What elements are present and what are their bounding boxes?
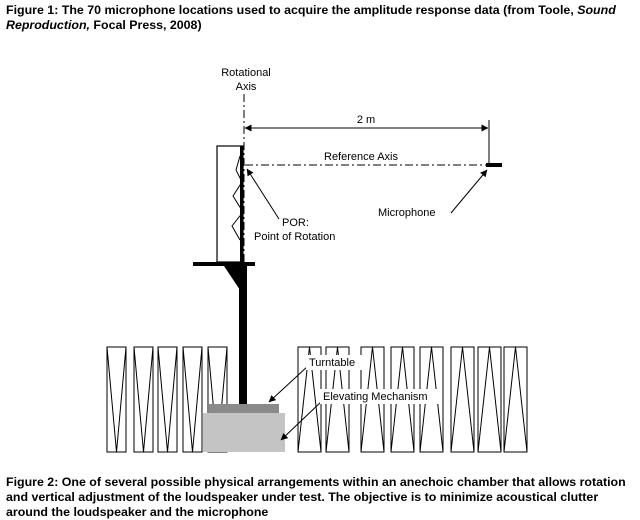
turntable-label: Turntable xyxy=(309,357,355,369)
por-leader xyxy=(246,168,280,220)
por-label-line2: Point of Rotation xyxy=(254,231,335,243)
loudspeaker-drivers xyxy=(231,155,244,241)
support-column xyxy=(239,280,247,404)
reference-axis-label: Reference Axis xyxy=(324,151,398,163)
turntable-leader xyxy=(268,365,309,403)
por-label-line1: POR: xyxy=(282,217,309,229)
wedge-absorber xyxy=(106,346,127,453)
loudspeaker xyxy=(216,145,244,263)
wedge-absorber xyxy=(477,346,502,453)
microphone xyxy=(486,163,502,167)
microphone-label: Microphone xyxy=(378,207,435,219)
wedge-absorber xyxy=(182,346,203,453)
elevating-mechanism xyxy=(203,413,285,452)
microphone-leader xyxy=(450,169,488,214)
rotational-axis-label-line2: Axis xyxy=(236,81,257,93)
elevating-mechanism-leader xyxy=(280,400,323,441)
mounting-bracket xyxy=(224,266,247,290)
rotational-axis-label-line1: Rotational xyxy=(221,67,271,79)
turntable-label-bg xyxy=(306,355,366,370)
figure-1-caption-prefix: Figure 1: The 70 microphone locations us… xyxy=(6,3,578,17)
wedge-absorbers-left xyxy=(106,346,228,453)
mounting-platform xyxy=(193,262,255,266)
wedge-absorber xyxy=(157,346,178,453)
wedge-absorbers-right xyxy=(297,346,528,453)
figure-2-caption: Figure 2: One of several possible physic… xyxy=(6,475,626,519)
wedge-absorber xyxy=(133,346,154,453)
figure-1-caption-suffix: Focal Press, 2008) xyxy=(89,18,202,32)
wedge-absorber xyxy=(503,346,528,453)
turntable xyxy=(209,404,279,413)
wedge-absorber xyxy=(450,346,475,453)
figure-1-caption: Figure 1: The 70 microphone locations us… xyxy=(6,3,634,33)
figure-1-book-title: Sound Reproduction, xyxy=(6,3,616,32)
distance-label: 2 m xyxy=(357,114,375,126)
loudspeaker-front-baffle xyxy=(240,146,243,262)
elevating-mechanism-label: Elevating Mechanism xyxy=(323,391,428,403)
elevating-label-bg xyxy=(320,389,442,404)
